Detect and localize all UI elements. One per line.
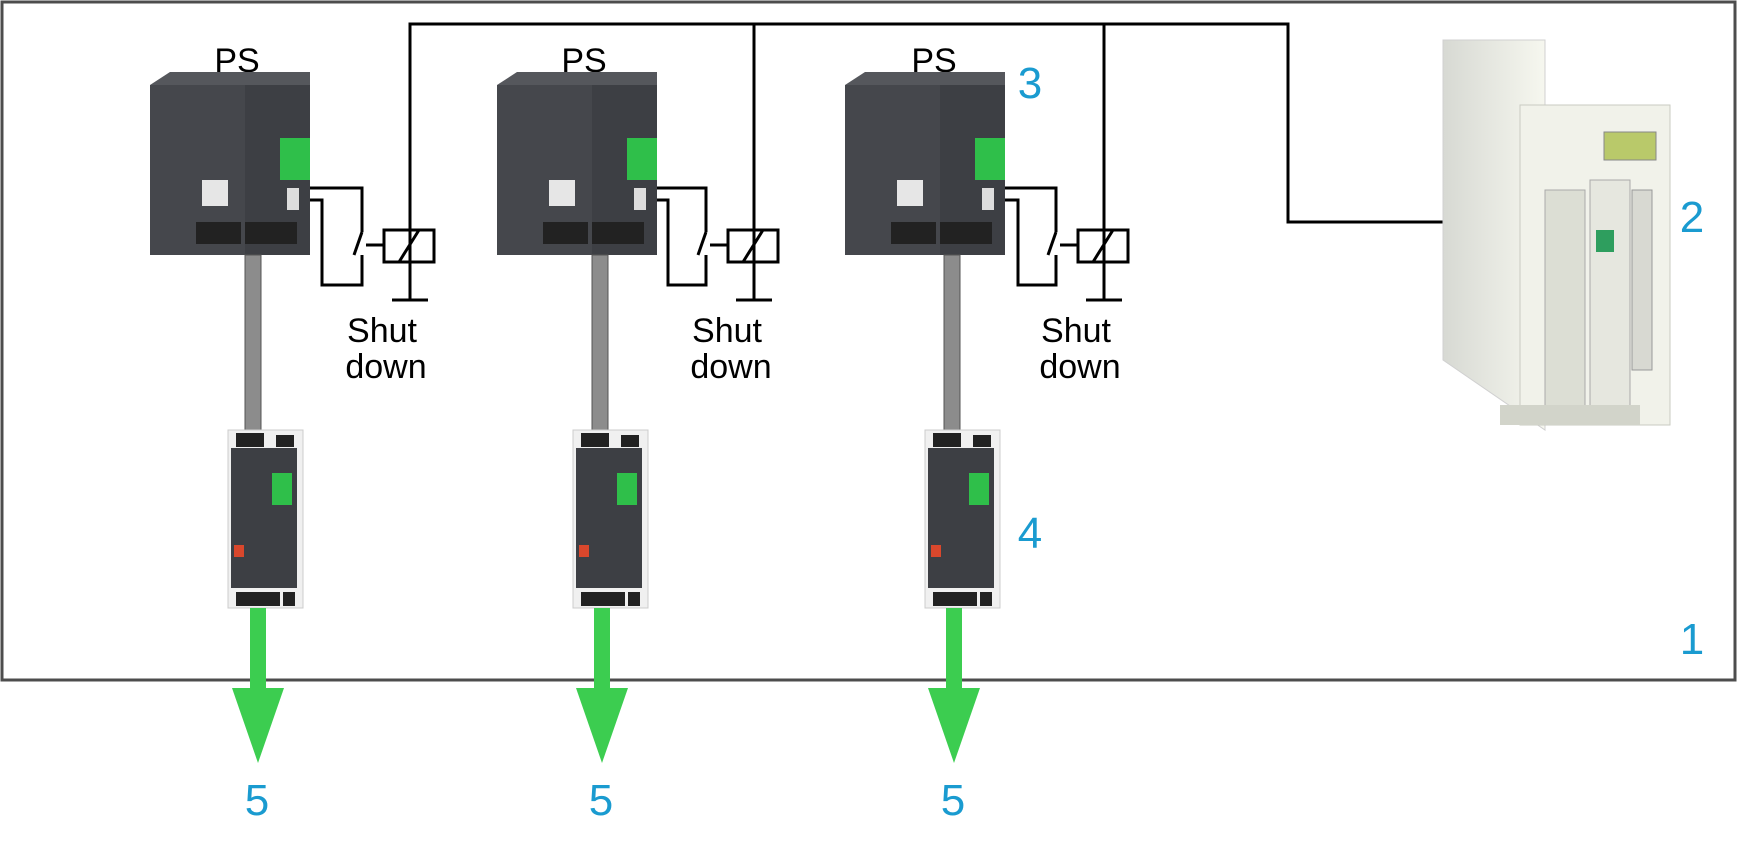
dc-cable [244, 254, 262, 436]
power-unit-1: PS Shut down [150, 42, 436, 825]
output-callout: 5 [589, 776, 613, 825]
shutdown-label-line2: down [690, 348, 771, 386]
plc-controller-icon [1442, 39, 1671, 431]
output-arrow-icon [232, 608, 284, 763]
power-supply-icon [150, 72, 310, 255]
dc-ups-module-icon [572, 429, 649, 609]
callout-enclosure: 1 [1680, 615, 1704, 664]
callout-power-supply: 3 [1018, 59, 1042, 108]
relay-contact-icon [657, 186, 728, 287]
relay-contact-icon [1005, 186, 1078, 287]
shutdown-label-line2: down [345, 348, 426, 386]
relay-coil-icon [382, 228, 436, 300]
shutdown-bus-wire [408, 22, 1555, 300]
dc-ups-module-icon [924, 429, 1001, 609]
dc-ups-module-icon [227, 429, 304, 609]
shutdown-label-line1: Shut [1041, 312, 1111, 350]
output-callout: 5 [941, 776, 965, 825]
relay-contact-icon [310, 186, 384, 287]
relay-coil-icon [726, 228, 780, 300]
shutdown-label-line1: Shut [692, 312, 762, 350]
power-unit-2: PS Shut down [497, 42, 780, 825]
power-supply-icon [845, 72, 1005, 255]
power-unit-3: PS Shut down [845, 42, 1130, 825]
dc-cable [943, 254, 961, 436]
output-callout: 5 [245, 776, 269, 825]
enclosure-frame [0, 0, 1737, 682]
shutdown-label-line1: Shut [347, 312, 417, 350]
dc-cable [591, 254, 609, 436]
output-arrow-icon [576, 608, 628, 763]
shutdown-label-line2: down [1039, 348, 1120, 386]
output-arrow-icon [928, 608, 980, 763]
power-supply-icon [497, 72, 657, 255]
relay-coil-icon [1076, 228, 1130, 300]
callout-controller: 2 [1680, 193, 1704, 242]
callout-module: 4 [1018, 509, 1042, 558]
